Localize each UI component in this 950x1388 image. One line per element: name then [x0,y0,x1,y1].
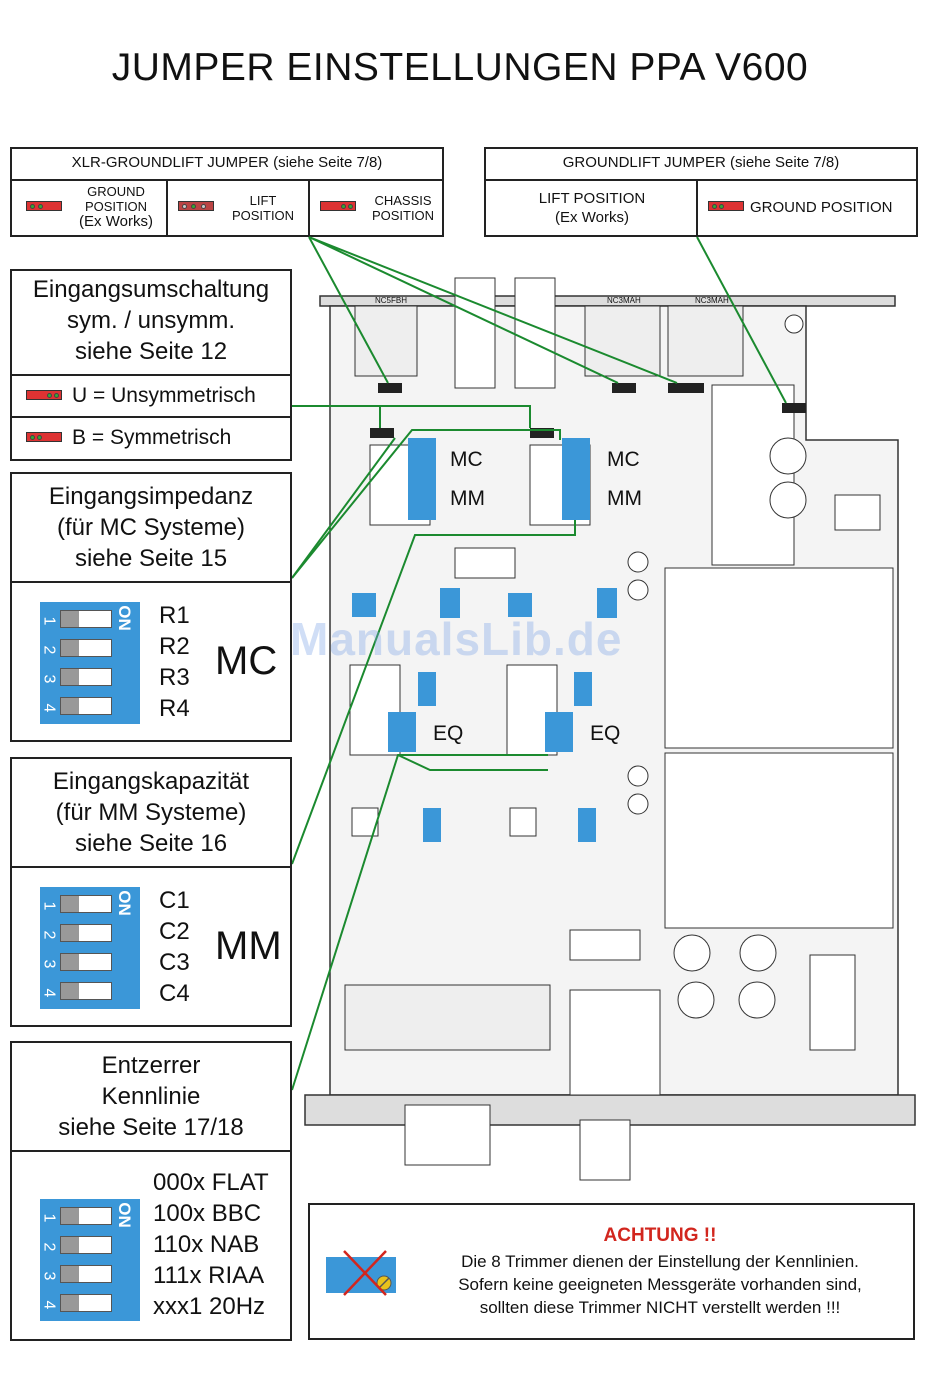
jumper-b-icon [26,432,62,442]
achtung-line3: sollten diese Trimmer NICHT verstellt we… [479,1298,841,1317]
kapazitaet-line3: siehe Seite 16 [74,830,228,857]
entzerrer-20hz: xxx1 20Hz [153,1293,266,1320]
dip-on-label: ON [114,1202,134,1228]
xlr-lift-line2: POSITION [231,208,295,223]
impedanz-line1: Eingangsimpedanz [48,483,254,510]
groundlift-ground-cell: GROUND POSITION [698,179,916,235]
watermark: ManualsLib.de [290,613,623,665]
page-title: JUMPER EINSTELLUNGEN PPA V600 [111,46,809,89]
dip-switch-mm: ON 1 2 3 4 [40,887,140,1009]
dip-switch-2 [60,639,112,657]
kapazitaet-c2: C2 [159,918,190,945]
kapazitaet-line2: (für MM Systeme) [55,799,247,826]
board-mm-left: MM [450,487,485,510]
achtung-warning-box: ACHTUNG !! Die 8 Trimmer dienen der Eins… [308,1203,915,1340]
xlr-chassis-line1: CHASSIS [374,193,432,208]
eingang-u-label: U = Unsymmetrisch [72,384,256,407]
jumper-u-icon [26,390,62,400]
board-mm-right: MM [607,487,642,510]
groundlift-lift-cell: LIFT POSITION (Ex Works) [486,179,698,235]
dip-switch-1 [60,895,112,913]
xlr-chassis-cell: CHASSIS POSITION [310,179,442,235]
xlr-ground-line2: POSITION [84,199,148,214]
impedanz-r4: R4 [159,695,190,722]
connector-nc5fbh-label: NC5FBH [375,296,408,305]
impedanz-line3: siehe Seite 15 [74,545,228,572]
dip-switch-mc: ON 1 2 3 4 [40,602,140,724]
xlr-ground-cell: GROUND POSITION (Ex Works) [12,179,168,235]
xlr-lift-cell: LIFT POSITION [168,179,310,235]
dip-switch-4 [60,982,112,1000]
achtung-line2: Sofern keine geeigneten Messgeräte vorha… [458,1275,862,1294]
eingang-line3: siehe Seite 12 [74,338,228,365]
impedanz-tag: MC [215,639,278,683]
xlr-lift-line1: LIFT [249,193,277,208]
board-eq-left: EQ [433,722,464,745]
groundlift-ground-label: GROUND POSITION [750,199,893,216]
dip-switch-1 [60,610,112,628]
kapazitaet-c1: C1 [159,887,190,914]
dip-switch-2 [60,924,112,942]
connector-nc3mah-1-label: NC3MAH [607,296,641,305]
dip-switch-3 [60,1265,112,1283]
impedanz-r2: R2 [159,633,190,660]
dip-switch-4 [60,697,112,715]
dip-switch-4 [60,1294,112,1312]
entzerrer-riaa: 111x RIAA [153,1262,265,1289]
board-mc-left: MC [450,448,483,471]
dip-switch-eq: ON 1 2 3 4 [40,1199,140,1321]
board-eq-right: EQ [590,722,621,745]
eingang-line2: sym. / unsymm. [66,307,235,334]
groundlift-box: GROUNDLIFT JUMPER (siehe Seite 7/8) LIFT… [484,147,918,237]
kapazitaet-line1: Eingangskapazität [52,768,250,795]
jumper-icon [320,201,356,211]
eingangsumschaltung-box: Eingangsumschaltung sym. / unsymm. siehe… [10,269,292,461]
impedanz-line2: (für MC Systeme) [56,514,245,541]
dip-switch-1 [60,1207,112,1225]
kapazitaet-tag: MM [215,924,282,968]
entzerrer-line3: siehe Seite 17/18 [58,1114,244,1141]
kapazitaet-c4: C4 [159,980,190,1007]
entzerrer-line2: Kennlinie [101,1083,201,1110]
connector-nc3mah-2-label: NC3MAH [695,296,729,305]
dip-switch-2 [60,1236,112,1254]
xlr-chassis-line2: POSITION [371,208,435,223]
trimmer-crossed-icon [326,1250,396,1296]
dip-on-label: ON [114,890,134,916]
board-mc-right: MC [607,448,640,471]
eingangsimpedanz-box: Eingangsimpedanz (für MC Systeme) siehe … [10,472,292,742]
xlr-ground-line3: (Ex Works) [79,213,153,230]
entzerrer-bbc: 100x BBC [153,1200,262,1227]
xlr-ground-line1: GROUND [87,184,145,199]
jumper-icon [178,201,214,211]
eingangskapazitaet-box: Eingangskapazität (für MM Systeme) siehe… [10,757,292,1027]
groundlift-lift-line2: (Ex Works) [555,209,629,226]
eingang-line1: Eingangsumschaltung [32,276,270,303]
entzerrer-box: Entzerrer Kennlinie siehe Seite 17/18 ON… [10,1041,292,1341]
eingang-b-label: B = Symmetrisch [72,426,232,449]
xlr-groundlift-box: XLR-GROUNDLIFT JUMPER (siehe Seite 7/8) … [10,147,444,237]
jumper-icon [708,201,744,211]
kapazitaet-c3: C3 [159,949,190,976]
dip-switch-3 [60,668,112,686]
achtung-title: ACHTUNG !! [603,1225,717,1246]
entzerrer-nab: 110x NAB [153,1231,260,1258]
jumper-icon [26,201,62,211]
entzerrer-line1: Entzerrer [101,1052,201,1079]
dip-on-label: ON [114,605,134,631]
achtung-line1: Die 8 Trimmer dienen der Einstellung der… [461,1252,859,1271]
impedanz-r3: R3 [159,664,190,691]
xlr-groundlift-header: XLR-GROUNDLIFT JUMPER (siehe Seite 7/8) [12,149,442,181]
groundlift-lift-line1: LIFT POSITION [538,190,646,207]
impedanz-r1: R1 [159,602,190,629]
entzerrer-flat: 000x FLAT [153,1169,269,1196]
dip-switch-3 [60,953,112,971]
groundlift-header: GROUNDLIFT JUMPER (siehe Seite 7/8) [486,149,916,181]
